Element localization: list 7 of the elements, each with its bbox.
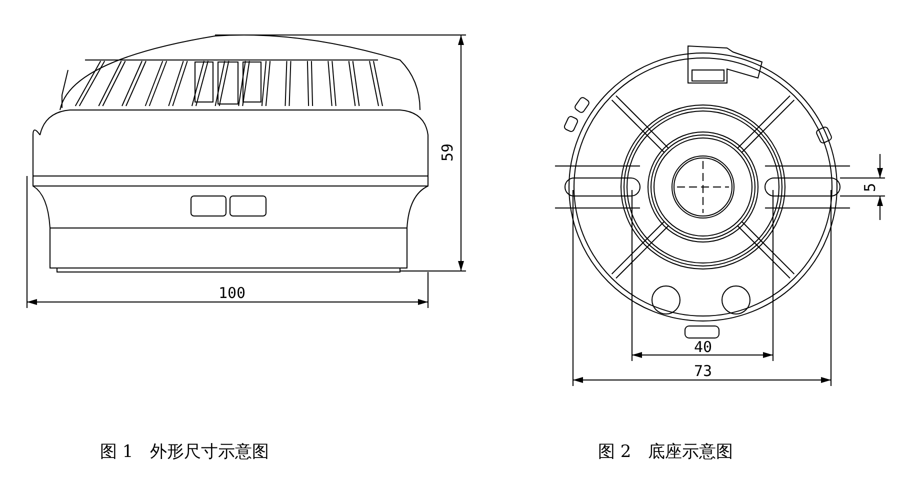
dimension-label: 5 bbox=[862, 182, 878, 192]
dimension-label: 59 bbox=[440, 142, 456, 162]
dimension-label: 40 bbox=[694, 340, 712, 354]
figure-caption: 图 2 底座示意图 bbox=[598, 444, 734, 460]
dimension-label: 73 bbox=[694, 364, 712, 378]
dimension-label: 100 bbox=[218, 286, 246, 300]
figure-caption: 图 1 外形尺寸示意图 bbox=[100, 444, 270, 460]
